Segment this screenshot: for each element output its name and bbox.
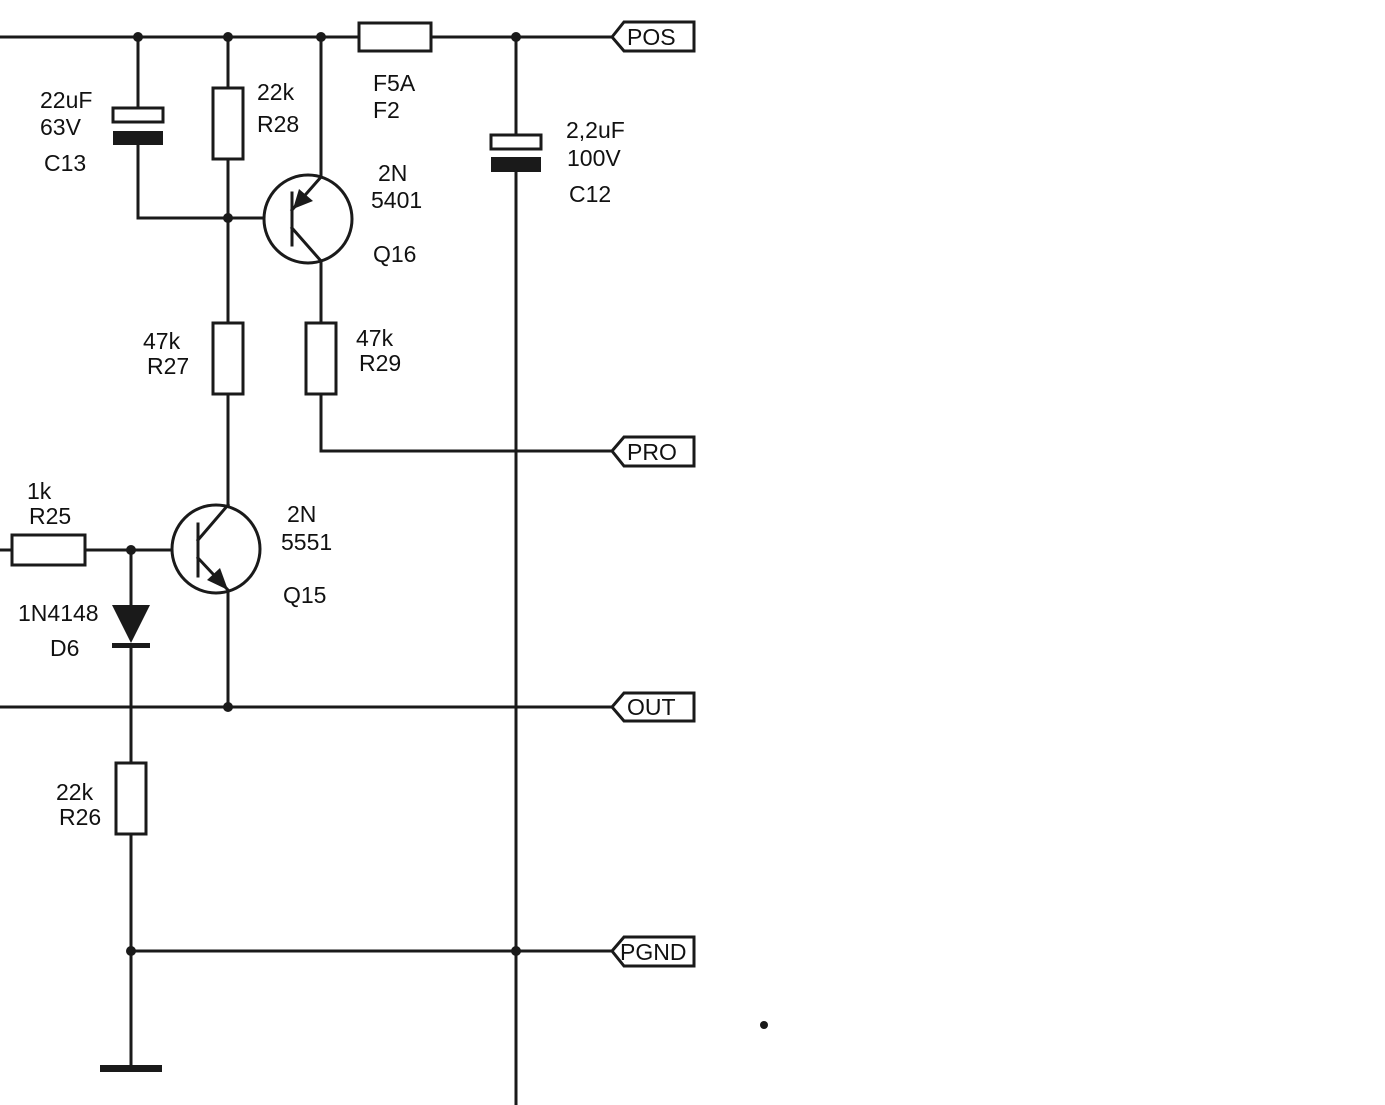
port-pro: PRO bbox=[610, 435, 696, 468]
d6-value: 1N4148 bbox=[18, 600, 99, 626]
transistor-q15-arrow bbox=[207, 568, 228, 590]
c12-value: 2,2uF bbox=[566, 117, 625, 143]
wire-r29-to-pro bbox=[319, 392, 614, 453]
junction-dot bbox=[133, 32, 143, 42]
port-pgnd-label: PGND bbox=[620, 939, 686, 965]
port-pos-label: POS bbox=[627, 24, 676, 50]
capacitor-c12-positive-plate bbox=[489, 133, 543, 151]
transistor-q16-arrow bbox=[293, 189, 313, 209]
junction-dot bbox=[126, 545, 136, 555]
junction-dot bbox=[126, 946, 136, 956]
transistor-q15-collector-lead bbox=[195, 502, 231, 543]
r28-ref: R28 bbox=[257, 111, 299, 137]
ground-icon bbox=[100, 1065, 162, 1072]
r26-value: 22k bbox=[56, 779, 94, 805]
capacitor-c13 bbox=[111, 106, 165, 145]
d6-ref: D6 bbox=[50, 635, 79, 661]
resistors bbox=[10, 86, 338, 836]
capacitor-c12 bbox=[489, 133, 543, 172]
r26-ref: R26 bbox=[59, 804, 101, 830]
stray-dot bbox=[760, 1021, 768, 1029]
port-pos: POS bbox=[610, 20, 696, 53]
c13-rating: 63V bbox=[40, 114, 82, 140]
c12-ref: C12 bbox=[569, 181, 611, 207]
port-pro-label: PRO bbox=[627, 439, 677, 465]
capacitor-c12-negative-plate bbox=[491, 157, 541, 172]
diode-d6 bbox=[112, 605, 150, 648]
q16-ref: Q16 bbox=[373, 241, 416, 267]
c12-rating: 100V bbox=[567, 145, 621, 171]
f2-value: F5A bbox=[373, 70, 416, 96]
q16-type-line1: 2N bbox=[378, 160, 407, 186]
capacitor-c13-positive-plate bbox=[111, 106, 165, 124]
port-pgnd: PGND bbox=[610, 935, 696, 968]
diode-d6-triangle bbox=[112, 605, 150, 643]
r25-value: 1k bbox=[27, 478, 52, 504]
r29-value: 47k bbox=[356, 325, 394, 351]
fuse-f2 bbox=[357, 21, 433, 53]
r27-ref: R27 bbox=[147, 353, 189, 379]
port-out-flag bbox=[610, 691, 696, 723]
junction-dot bbox=[511, 32, 521, 42]
q15-ref: Q15 bbox=[283, 582, 326, 608]
c13-ref: C13 bbox=[44, 150, 86, 176]
junction-dot bbox=[223, 213, 233, 223]
diode-d6-cathode-bar bbox=[112, 643, 150, 648]
r28-value: 22k bbox=[257, 79, 295, 105]
port-pos-flag bbox=[610, 20, 696, 53]
junction-dot bbox=[223, 702, 233, 712]
q16-type-line2: 5401 bbox=[371, 187, 422, 213]
resistor-r27 bbox=[211, 321, 245, 396]
resistor-r28 bbox=[211, 86, 245, 161]
transistor-q16-collector-lead bbox=[289, 225, 324, 264]
resistor-r25 bbox=[10, 533, 87, 567]
capacitor-c13-negative-plate bbox=[113, 131, 163, 145]
r27-value: 47k bbox=[143, 328, 181, 354]
port-pgnd-flag bbox=[610, 935, 696, 968]
junction-dot bbox=[316, 32, 326, 42]
r29-ref: R29 bbox=[359, 350, 401, 376]
transistor-q15 bbox=[170, 502, 262, 595]
port-out-label: OUT bbox=[627, 694, 676, 720]
c13-value: 22uF bbox=[40, 87, 92, 113]
transistor-q16-body bbox=[262, 173, 354, 265]
junction-dot bbox=[511, 946, 521, 956]
transistor-q15-body bbox=[170, 503, 262, 595]
resistor-r29 bbox=[304, 321, 338, 396]
port-out: OUT bbox=[610, 691, 696, 723]
labels: 22uF 63V C13 22k R28 F5A F2 2,2uF 100V C… bbox=[18, 70, 625, 830]
port-pro-flag bbox=[610, 435, 696, 468]
junction-dot bbox=[223, 32, 233, 42]
resistor-r26 bbox=[114, 761, 148, 836]
q15-type-line2: 5551 bbox=[281, 529, 332, 555]
r25-ref: R25 bbox=[29, 503, 71, 529]
transistor-q16 bbox=[262, 173, 354, 265]
q15-type-line1: 2N bbox=[287, 501, 316, 527]
f2-ref: F2 bbox=[373, 97, 400, 123]
junctions bbox=[126, 32, 768, 1029]
